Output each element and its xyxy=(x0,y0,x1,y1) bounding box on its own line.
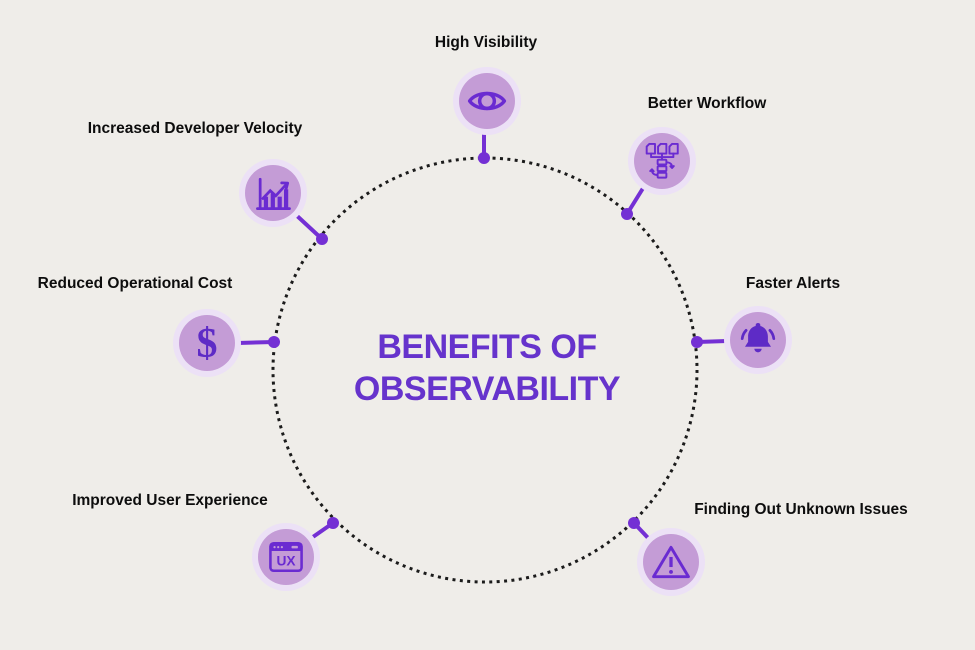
badge-better-workflow xyxy=(628,127,696,195)
connector-dot-user-experience xyxy=(327,517,339,529)
badge-inner-circle: $ xyxy=(179,315,235,371)
label-user-experience: Improved User Experience xyxy=(72,492,268,509)
dollar-icon: $ xyxy=(183,319,231,367)
badge-inner-circle xyxy=(730,312,786,368)
badge-inner-circle xyxy=(634,133,690,189)
connector-dot-developer-velocity xyxy=(316,233,328,245)
dotted-circle xyxy=(271,156,699,584)
badge-operational-cost: $ xyxy=(173,309,241,377)
page-title-line-2: OBSERVABILITY xyxy=(353,370,621,408)
dollar-icon-text: $ xyxy=(197,321,218,367)
badge-high-visibility xyxy=(453,67,521,135)
badge-user-experience: UX xyxy=(252,523,320,591)
ux-icon-text: UX xyxy=(276,554,296,569)
label-unknown-issues: Finding Out Unknown Issues xyxy=(694,501,908,518)
connector-dot-unknown-issues xyxy=(628,517,640,529)
page-title: BENEFITS OF OBSERVABILITY xyxy=(353,326,621,410)
badge-inner-circle xyxy=(459,73,515,129)
badge-unknown-issues xyxy=(637,528,705,596)
ux-browser-icon: UX xyxy=(264,535,308,579)
connector-dot-faster-alerts xyxy=(691,336,703,348)
badge-inner-circle: UX xyxy=(258,529,314,585)
badge-developer-velocity xyxy=(239,159,307,227)
label-developer-velocity: Increased Developer Velocity xyxy=(87,120,303,137)
eye-icon xyxy=(465,79,509,123)
label-high-visibility: High Visibility xyxy=(434,34,538,51)
connector-dot-high-visibility xyxy=(478,152,490,164)
badge-faster-alerts xyxy=(724,306,792,374)
page-title-line-1: BENEFITS OF xyxy=(377,328,597,366)
label-better-workflow: Better Workflow xyxy=(647,95,767,112)
connector-line-operational-cost xyxy=(236,340,276,345)
warning-triangle-icon xyxy=(649,540,693,584)
connector-dot-better-workflow xyxy=(621,208,633,220)
label-faster-alerts: Faster Alerts xyxy=(745,275,841,292)
bell-icon xyxy=(736,318,780,362)
badge-inner-circle xyxy=(643,534,699,590)
connector-line-developer-velocity xyxy=(293,212,324,241)
badge-inner-circle xyxy=(245,165,301,221)
connector-dot-operational-cost xyxy=(268,336,280,348)
workflow-icon xyxy=(641,140,683,182)
bar-chart-growth-icon xyxy=(251,171,295,215)
label-operational-cost: Reduced Operational Cost xyxy=(37,275,233,292)
